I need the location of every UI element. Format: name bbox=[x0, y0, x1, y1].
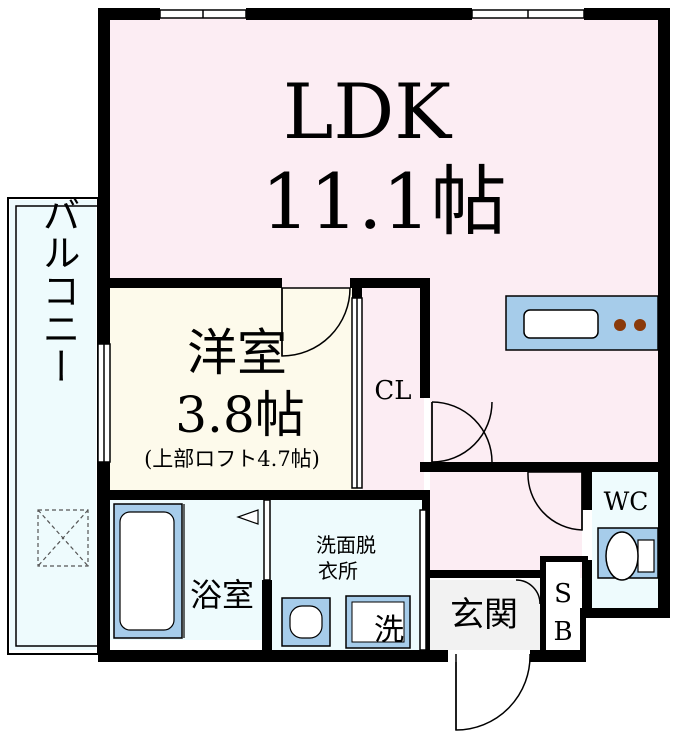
loft-note-label: (上部ロフト4.7帖) bbox=[144, 447, 320, 471]
western-room-size-label: 3.8帖 bbox=[175, 386, 305, 444]
shoebox-label-s: S bbox=[554, 579, 572, 609]
bath-label: 浴室 bbox=[190, 576, 254, 614]
entrance-area bbox=[430, 580, 542, 650]
balcony-label: バルコニー bbox=[36, 195, 80, 385]
toilet-icon bbox=[597, 527, 659, 581]
sink-icon bbox=[523, 309, 599, 339]
dressing-label-line1: 洗面脱 bbox=[316, 533, 376, 557]
ldk-size-label: 11.1帖 bbox=[261, 157, 506, 246]
shoebox-label-b: B bbox=[553, 617, 572, 647]
balcony-hatch bbox=[37, 509, 89, 567]
hob-burner-icon bbox=[634, 319, 646, 331]
faucet-icon bbox=[236, 509, 259, 525]
ldk-area bbox=[108, 18, 660, 288]
balcony-window bbox=[97, 343, 111, 463]
washer-drum-outline bbox=[351, 601, 405, 643]
ldk-label: LDK bbox=[283, 67, 452, 156]
western-room-area bbox=[108, 288, 358, 494]
shoebox-area bbox=[544, 562, 580, 650]
kitchen-counter bbox=[505, 295, 659, 351]
entrance-label: 玄関 bbox=[450, 595, 518, 635]
western-room-label: 洋室 bbox=[187, 324, 287, 382]
closet-label: CL bbox=[374, 376, 411, 406]
top-windows bbox=[159, 9, 585, 19]
washer-label: 洗 bbox=[374, 613, 404, 648]
balcony-area bbox=[10, 200, 96, 650]
washbasin-icon bbox=[281, 597, 331, 647]
bathtub-icon bbox=[113, 503, 183, 639]
dressing-label-line2: 衣所 bbox=[318, 559, 358, 583]
wc-label: WC bbox=[604, 487, 649, 516]
closet-area bbox=[362, 288, 424, 494]
hob-burner-icon bbox=[614, 319, 626, 331]
doors bbox=[263, 287, 583, 731]
